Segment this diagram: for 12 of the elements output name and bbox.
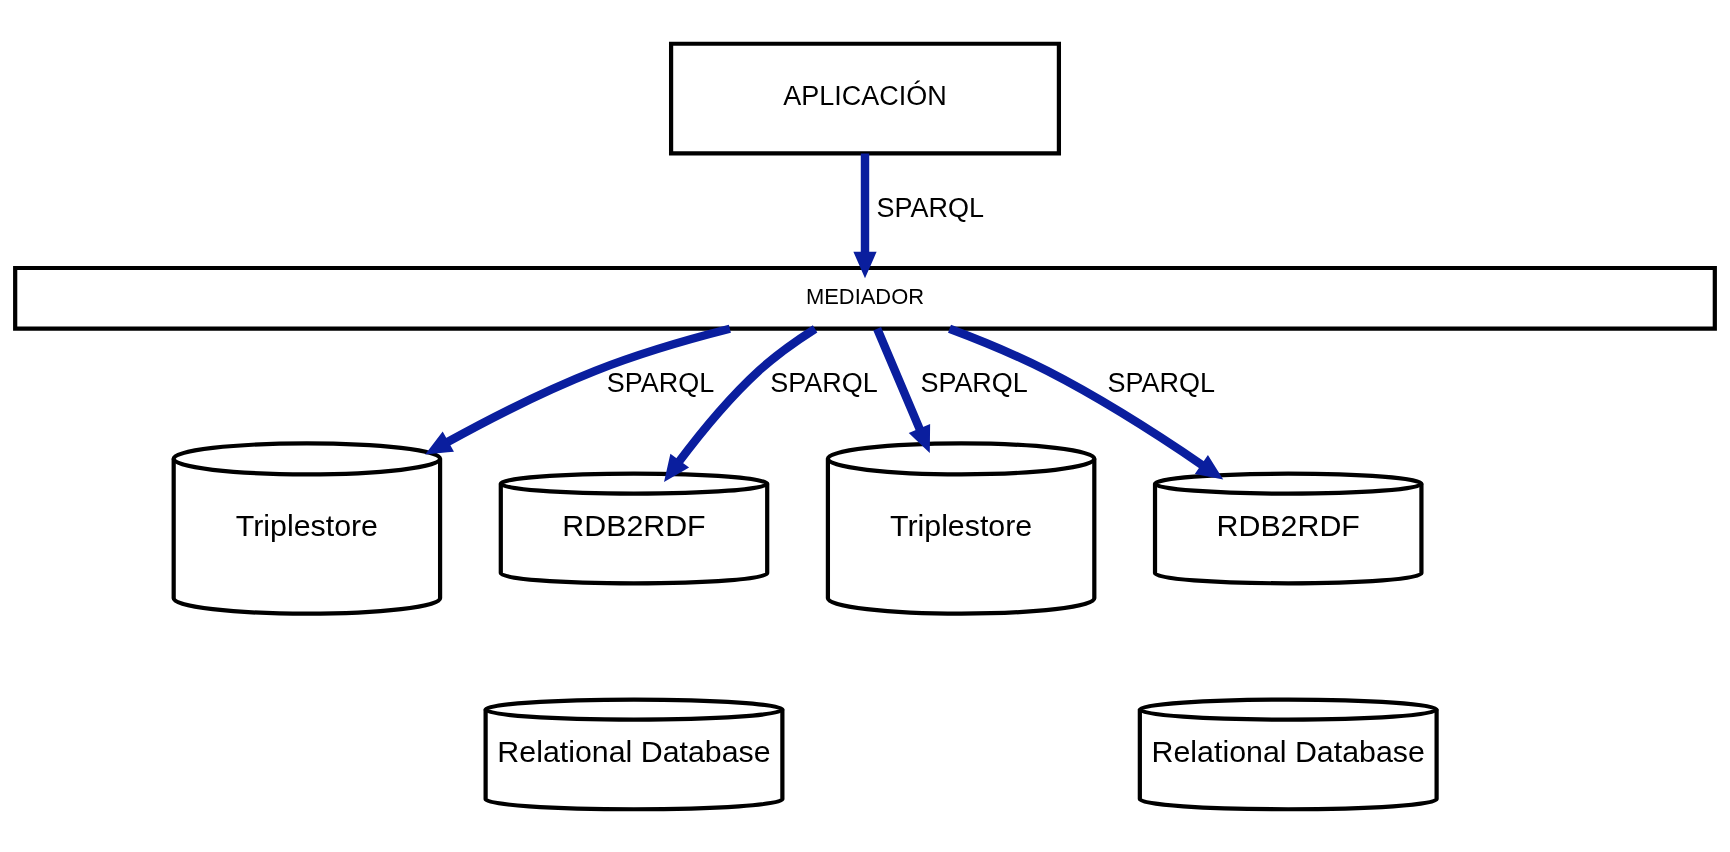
arrow [853, 152, 877, 278]
edge-label: SPARQL [920, 367, 1028, 398]
edge-label: SPARQL [770, 367, 878, 398]
edge-label: SPARQL [876, 192, 985, 223]
edge-label: SPARQL [606, 367, 715, 398]
node-box: MEDIADOR [13, 265, 1717, 331]
node-box: APLICACIÓN [669, 41, 1061, 155]
arrow [873, 326, 931, 453]
edge-label: SPARQL [1107, 367, 1216, 398]
arrow [425, 324, 731, 454]
arrow [948, 324, 1224, 480]
arrow [664, 324, 818, 482]
